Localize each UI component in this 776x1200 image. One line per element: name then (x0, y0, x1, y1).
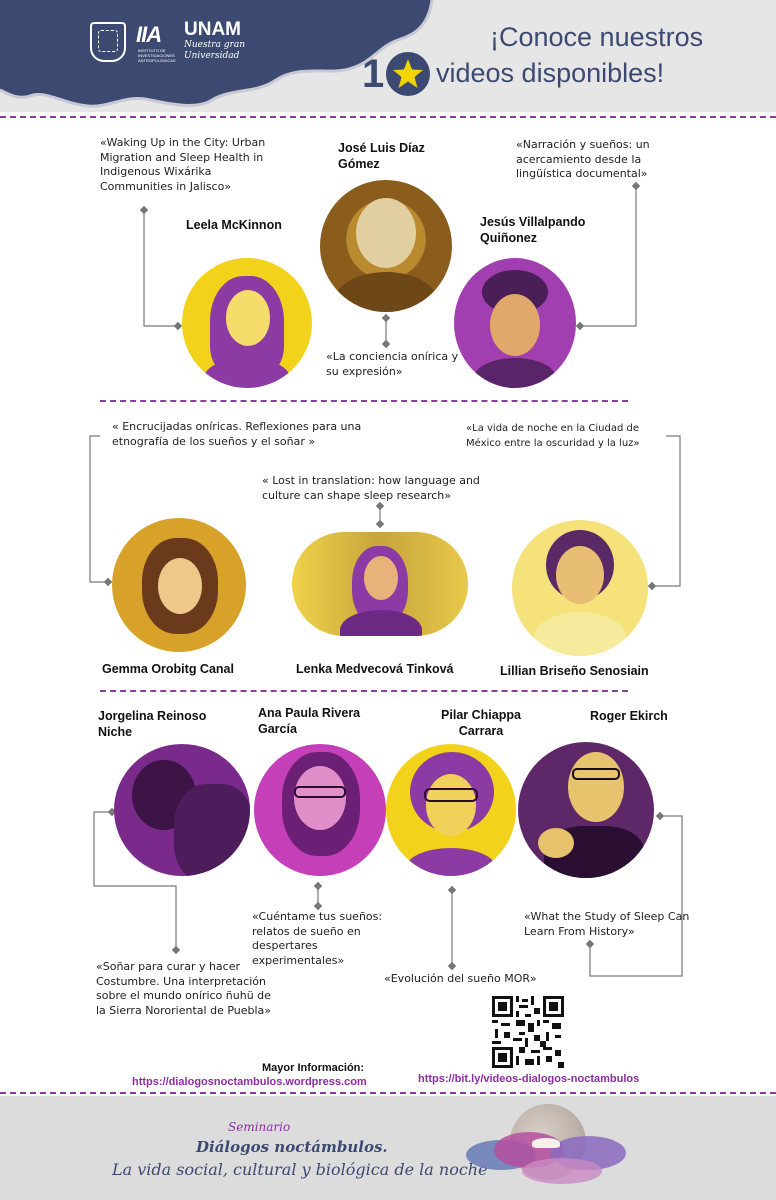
photo-lillian-briseno (512, 520, 648, 656)
moon-cloud-illustration (466, 1102, 630, 1194)
header-title-line1: ¡Conoce nuestros (490, 22, 704, 52)
talk-leela-mckinnon: «Waking Up in the City: Urban Migration … (100, 136, 266, 193)
section-divider-1 (100, 400, 628, 402)
photo-roger-ekirch (518, 742, 654, 878)
photo-ana-paula-rivera (254, 744, 386, 876)
talk-lillian-briseno: «La vida de noche en la Ciudad de México… (466, 423, 640, 449)
talk-ana-paula-rivera: «Cuéntame tus sueños: relatos de sueño e… (252, 910, 383, 967)
unam-text-logo: UNAM Nuestra gran Universidad (184, 19, 245, 62)
talk-gemma-orobitg: « Encrucijadas oníricas. Reflexiones par… (112, 420, 362, 448)
photo-lenka-medvecova (292, 532, 468, 636)
videos-link[interactable]: https://bit.ly/videos-dialogos-noctambul… (418, 1073, 640, 1085)
talk-roger-ekirch: «What the Study of Sleep Can Learn From … (524, 910, 690, 938)
photo-pilar-chiappa (386, 744, 516, 876)
header-band: IIA INSTITUTO DE INVESTIGACIONES ANTROPO… (0, 0, 776, 112)
section-divider-2 (100, 690, 628, 692)
header-title-number: 1 (362, 52, 385, 96)
name-jose-luis-diaz-gomez: José Luis Díaz Gómez (338, 141, 425, 171)
bottom-band: Seminario Diálogos noctámbulos. La vida … (0, 1096, 776, 1200)
photo-jose-luis-diaz-gomez (320, 180, 452, 312)
talk-jesus-villalpando: «Narración y sueños: un acercamiento des… (516, 138, 650, 180)
more-info-label: Mayor Información: (262, 1062, 365, 1074)
talk-lenka-medvecova: « Lost in translation: how language and … (262, 474, 480, 502)
website-link[interactable]: https://dialogosnoctambulos.wordpress.co… (132, 1076, 367, 1088)
unam-crest-logo (90, 22, 126, 62)
name-jorgelina-reinoso: Jorgelina Reinoso Niche (98, 709, 207, 739)
name-jesus-villalpando: Jesús Villalpando Quiñonez (480, 215, 586, 245)
header-divider (0, 116, 776, 118)
bottom-divider (0, 1092, 776, 1094)
name-lillian-briseno: Lillian Briseño Senosiain (500, 664, 649, 678)
header-wave-shape (0, 0, 434, 108)
photo-jesus-villalpando (454, 258, 576, 388)
seminar-label: Seminario (228, 1120, 291, 1134)
name-pilar-chiappa: Pilar Chiappa Carrara (441, 708, 521, 738)
star-icon (393, 59, 423, 88)
qr-code[interactable] (492, 996, 564, 1068)
header-title-line2: videos disponibles! (436, 58, 665, 88)
photo-jorgelina-reinoso (114, 744, 250, 876)
photo-gemma-orobitg (112, 518, 246, 652)
iia-logo: IIA INSTITUTO DE INVESTIGACIONES ANTROPO… (136, 22, 176, 63)
seminar-subtitle: La vida social, cultural y biológica de … (112, 1160, 488, 1179)
name-lenka-medvecova: Lenka Medvecová Tinková (296, 662, 454, 676)
photo-leela-mckinnon (182, 258, 312, 388)
name-gemma-orobitg: Gemma Orobitg Canal (102, 662, 234, 676)
name-leela-mckinnon: Leela McKinnon (186, 218, 282, 232)
talk-jorgelina-reinoso: «Soñar para curar y hacer Costumbre. Una… (96, 960, 272, 1017)
seminar-title: Diálogos noctámbulos. (196, 1138, 388, 1156)
name-ana-paula-rivera: Ana Paula Rivera García (258, 706, 361, 736)
talk-jose-luis-diaz-gomez: «La conciencia onírica y su expresión» (326, 350, 459, 378)
talk-pilar-chiappa: «Evolución del sueño MOR» (384, 972, 537, 985)
star-zero-badge (386, 52, 430, 96)
name-roger-ekirch: Roger Ekirch (590, 709, 668, 723)
